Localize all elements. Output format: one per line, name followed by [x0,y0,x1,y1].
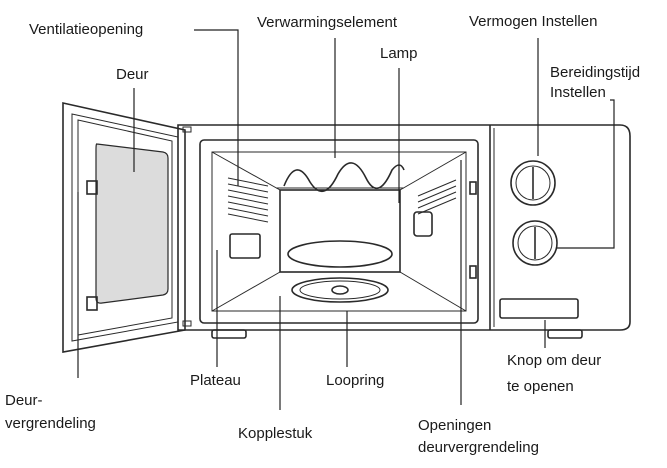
label-verwarmingselement: Verwarmingselement [257,14,398,31]
interlock-opening-top [469,181,477,195]
door-window [95,143,169,304]
label-bereidingstijd-line1: Bereidingstijd [550,64,640,81]
label-plateau: Plateau [190,372,241,389]
label-ventilatieopening: Ventilatieopening [29,21,143,38]
label-bereidingstijd-line2: Instellen [550,84,606,101]
lamp [413,211,433,237]
oven-cavity [199,139,479,324]
roller-ring-inner [299,280,381,300]
vent-grille [227,177,269,223]
label-deurvergrendeling-line2: vergrendeling [5,415,96,432]
roller-ring [291,277,389,303]
door-hinges [182,126,192,327]
label-knop-line2: te openen [507,378,574,395]
label-openingen-line2: deurvergrendeling [418,439,539,456]
control-panel [499,160,579,319]
label-openingen-line1: Openingen [418,417,491,434]
waveguide-cover [229,233,261,259]
lamp-vents [417,179,457,215]
label-loopring: Loopring [326,372,384,389]
coupler [331,285,349,295]
heating-element [283,162,405,192]
label-deur: Deur [116,66,149,83]
label-lamp: Lamp [380,45,418,62]
label-kopplestuk: Kopplestuk [238,425,313,442]
power-knob [510,160,556,206]
label-deurvergrendeling-line1: Deur- [5,392,43,409]
leader-lines [77,29,615,410]
door-latch-hooks [86,180,98,311]
microwave-body [177,124,631,339]
label-knop-line1: Knop om deur [507,352,601,369]
door-open-button [499,298,579,319]
turntable-plate [287,240,393,268]
label-vermogen-instellen: Vermogen Instellen [469,13,597,30]
interlock-opening-bottom [469,265,477,279]
timer-knob [512,220,558,266]
